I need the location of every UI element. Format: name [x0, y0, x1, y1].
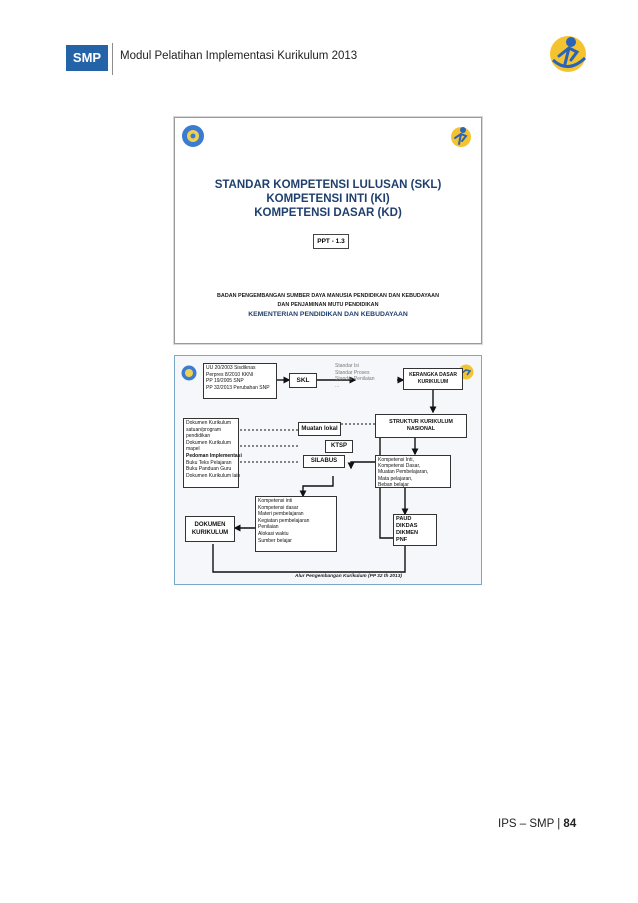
kompetensi-item: Muatan Pembelajaran,	[378, 469, 429, 476]
curriculum-flow-slide: UU 20/2003 Sisdiknas Perpres 8/2010 KKNI…	[174, 355, 482, 585]
silabus-item: Alokasi waktu	[258, 530, 289, 537]
dokumen-item: Dokumen Kurikulum	[186, 439, 232, 446]
struktur-line: STRUKTUR KURIKULUM	[389, 419, 453, 425]
regulation-item: PP 32/2013 Perubahan SNP	[206, 384, 270, 391]
diagram-caption: Alur Pengembangan Kurikulum (PP 32 th 20…	[295, 574, 402, 579]
jenjang-item: PNF	[396, 537, 408, 543]
standard-item: Standar Proses	[335, 369, 370, 376]
slide-footer-line: DAN PENJAMINAN MUTU PENDIDIKAN	[277, 302, 379, 308]
header-divider	[112, 43, 113, 75]
dokumen-item: Dokumen Kurikulum	[186, 420, 232, 426]
regulation-item: PP 19/2005 SNP	[206, 378, 244, 385]
regulation-item: UU 20/2003 Sisdiknas	[206, 365, 256, 371]
regulation-item: Perpres 8/2010 KKNI	[206, 371, 254, 378]
header-tag: SMP	[66, 45, 108, 71]
silabus-item: Penilaian	[258, 524, 279, 531]
footer-label: IPS – SMP |	[498, 818, 561, 830]
silabus-item: Sumber belajar	[258, 537, 292, 544]
dokumen-kurikulum-line: DOKUMEN	[194, 522, 226, 528]
kerangka-line: KURIKULUM	[417, 379, 449, 385]
muatan-lokal-box: Muatan lokal	[298, 422, 341, 436]
dokumen-item: Pedoman Implementasi	[186, 452, 242, 459]
header-title: Modul Pelatihan Implementasi Kurikulum 2…	[120, 50, 358, 62]
slide-title-line: KOMPETENSI DASAR (KD)	[254, 207, 402, 219]
slide-title: STANDAR KOMPETENSI LULUSAN (SKL) KOMPETE…	[175, 178, 481, 220]
silabus-item: Kompetensi dasar	[258, 504, 299, 511]
standard-item: Standar Isi	[335, 363, 359, 369]
slide-code-box: PPT - 1.3	[313, 234, 349, 249]
title-slide: STANDAR KOMPETENSI LULUSAN (SKL) KOMPETE…	[174, 117, 482, 344]
standards-list: Standar Isi Standar Proses Standar Penil…	[335, 363, 374, 389]
standard-item: Standar Penilaian	[335, 376, 375, 383]
tut-wuri-emblem-icon	[181, 365, 197, 381]
silabus-components-box: Kompetensi inti Kompetensi dasar Materi …	[255, 496, 337, 552]
dokumen-list-box: Dokumen Kurikulum satuan/program pendidi…	[183, 418, 242, 488]
jenjang-item: DIKMEN	[396, 530, 419, 536]
slide-title-line: KOMPETENSI INTI (KI)	[266, 193, 390, 205]
struktur-line: NASIONAL	[406, 426, 436, 432]
silabus-item: Kompetensi inti	[258, 498, 293, 504]
page-number: 84	[563, 818, 577, 830]
slide-footer: BADAN PENGEMBANGAN SUMBER DAYA MANUSIA P…	[175, 292, 481, 319]
skl-box: SKL	[289, 373, 317, 388]
page-footer: IPS – SMP | 84	[498, 818, 576, 830]
struktur-kurikulum-box: STRUKTUR KURIKULUM NASIONAL	[375, 414, 467, 438]
silabus-box: SILABUS	[303, 455, 345, 468]
jenjang-item: DIKDAS	[396, 523, 418, 529]
kerangka-line: KERANGKA DASAR	[409, 372, 457, 378]
kurikulum-logo-small-icon	[451, 127, 471, 147]
jenjang-box: PAUD DIKDAS DIKMEN PNF	[393, 514, 437, 546]
kompetensi-box: Kompetensi Inti, Kompetensi Dasar, Muata…	[375, 455, 451, 488]
kurikulum-logo-icon	[550, 36, 587, 72]
dokumen-item: mapel	[186, 446, 200, 453]
silabus-item: Materi pembelajaran	[258, 511, 304, 518]
slide-footer-ministry: KEMENTERIAN PENDIDIKAN DAN KEBUDAYAAN	[248, 311, 408, 318]
dokumen-item: satuan/program	[186, 426, 222, 433]
dokumen-item: Dokumen Kurikulum lain	[186, 472, 241, 479]
kompetensi-item: Kompetensi Dasar,	[378, 463, 421, 470]
tut-wuri-emblem-icon	[182, 125, 204, 147]
slide-footer-line: BADAN PENGEMBANGAN SUMBER DAYA MANUSIA P…	[217, 293, 439, 299]
dokumen-item: Buku Panduan Guru	[186, 466, 232, 473]
silabus-item: Kegiatan pembelajaran	[258, 517, 310, 524]
dokumen-item: Buku Teks Pelajaran	[186, 459, 232, 466]
kerangka-dasar-box: KERANGKA DASAR KURIKULUM	[403, 368, 463, 390]
standard-item: ...	[335, 382, 340, 389]
slide-title-line: STANDAR KOMPETENSI LULUSAN (SKL)	[214, 179, 442, 191]
jenjang-item: PAUD	[396, 516, 412, 522]
kompetensi-item: Kompetensi Inti,	[378, 457, 414, 463]
regulation-box: UU 20/2003 Sisdiknas Perpres 8/2010 KKNI…	[203, 363, 277, 399]
dokumen-kurikulum-box: DOKUMEN KURIKULUM	[185, 516, 235, 542]
flow-connectors	[212, 376, 437, 573]
dokumen-kurikulum-line: KURIKULUM	[191, 530, 229, 536]
dokumen-item: pendidikan	[186, 433, 211, 440]
kompetensi-item: Beban belajar	[378, 481, 409, 488]
ktsp-box: KTSP	[325, 440, 353, 453]
kompetensi-item: Mata pelajaran,	[378, 475, 413, 482]
